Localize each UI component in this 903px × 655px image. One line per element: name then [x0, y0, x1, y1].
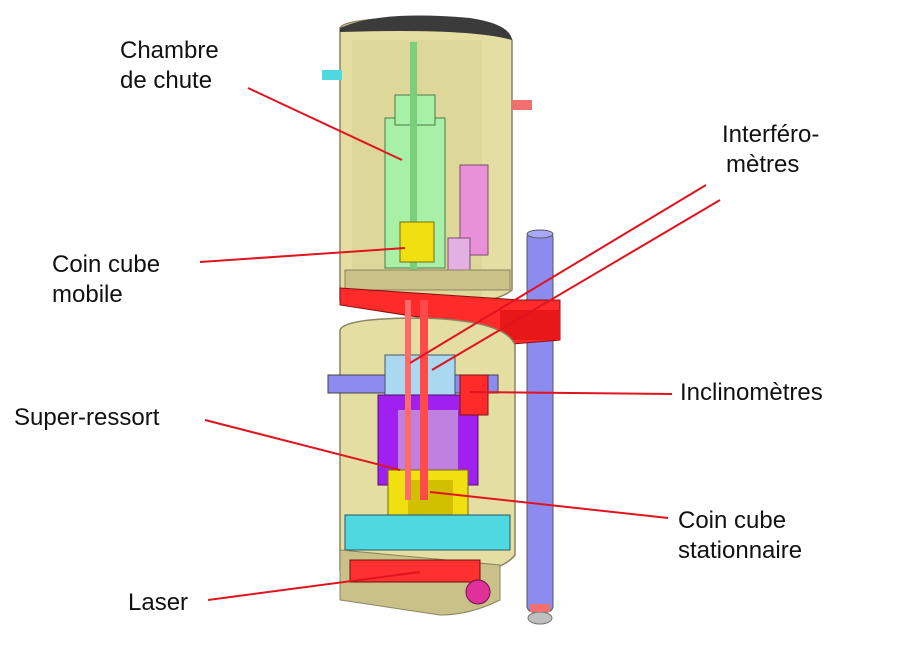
- label-inclinometres: Inclinomètres: [680, 379, 823, 406]
- label-interferometres: Interféro- mètres: [722, 121, 820, 178]
- leader-chambre-de-chute: [247, 87, 403, 161]
- label-coin-cube-stationnaire: Coin cube stationnaire: [678, 507, 803, 564]
- label-laser: Laser: [128, 589, 189, 616]
- leader-interferometres-a: [409, 184, 707, 364]
- upper-housing: [322, 15, 532, 306]
- leader-interferometres-b: [431, 199, 721, 371]
- label-chambre-de-chute: Chambre de chute: [120, 37, 219, 94]
- leader-inclinometres: [469, 391, 673, 395]
- leader-coin-cube-stationnaire: [429, 491, 669, 519]
- laser-base: [339, 549, 501, 616]
- support-pole: [526, 229, 554, 625]
- label-super-ressort: Super-ressort: [14, 404, 160, 431]
- leader-coin-cube-mobile: [199, 247, 406, 263]
- label-coin-cube-mobile: Coin cube mobile: [52, 251, 161, 308]
- leader-super-ressort: [204, 419, 401, 471]
- lower-housing: [327, 300, 516, 579]
- leader-laser: [207, 571, 421, 601]
- leader-lines: [199, 87, 721, 601]
- red-clamp: [339, 287, 561, 346]
